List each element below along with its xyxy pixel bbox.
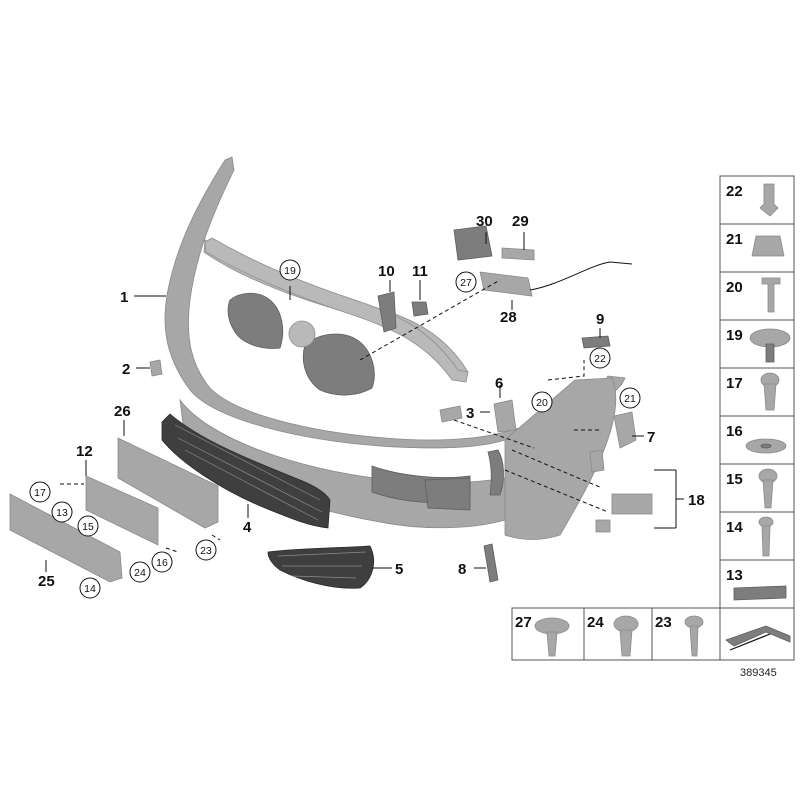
callout-1: 1 <box>120 289 128 306</box>
callout-12: 12 <box>76 443 93 460</box>
plate-holder <box>117 437 219 529</box>
circled-callout-21: 21 <box>624 393 636 405</box>
callout-4: 4 <box>243 519 252 536</box>
plate-base <box>9 493 123 583</box>
leader-lines <box>45 232 684 572</box>
callout-11: 11 <box>412 263 428 280</box>
legend-16: 16 <box>726 423 743 440</box>
callout-26: 26 <box>114 403 131 420</box>
legend-19: 19 <box>726 327 743 344</box>
circled-callout-23: 23 <box>200 545 212 557</box>
legend-17: 17 <box>726 375 743 392</box>
plate-bracket <box>85 475 159 546</box>
circled-callout-20: 20 <box>536 397 548 409</box>
circled-callout-19: 19 <box>284 265 296 277</box>
callout-3: 3 <box>466 405 474 422</box>
circled-callout-24: 24 <box>134 567 146 579</box>
side-legend: 22 21 20 19 17 16 15 14 13 <box>719 175 795 609</box>
legend-14: 14 <box>726 519 743 536</box>
circled-callout-22: 22 <box>594 353 606 365</box>
bottom-legend: 27 24 23 <box>511 607 795 661</box>
callout-25: 25 <box>38 573 55 590</box>
legend-13: 13 <box>726 567 743 584</box>
side-grille <box>267 545 374 589</box>
callout-30: 30 <box>476 213 493 230</box>
legend-23: 23 <box>655 614 672 631</box>
legend-22: 22 <box>726 183 743 200</box>
callout-10: 10 <box>378 263 395 280</box>
upper-trim <box>204 237 469 383</box>
legend-20: 20 <box>726 279 743 296</box>
circled-callout-16: 16 <box>156 557 168 569</box>
callout-9: 9 <box>596 311 604 328</box>
callout-5: 5 <box>395 561 403 578</box>
legend-24: 24 <box>587 614 604 631</box>
diagram-id: 389345 <box>740 667 777 679</box>
callout-2: 2 <box>122 361 130 378</box>
callout-7: 7 <box>647 429 655 446</box>
callout-18: 18 <box>688 492 705 509</box>
callout-8: 8 <box>458 561 466 578</box>
circled-callout-13: 13 <box>56 507 68 519</box>
circled-callout-14: 14 <box>84 583 96 595</box>
circled-callout-15: 15 <box>82 521 94 533</box>
circled-callout-27: 27 <box>460 277 472 289</box>
callout-6: 6 <box>495 375 503 392</box>
legend-27: 27 <box>515 614 532 631</box>
circled-callout-17: 17 <box>34 487 46 499</box>
small-parts <box>149 225 653 583</box>
lower-grille <box>161 413 331 529</box>
callout-labels: 1 2 3 4 5 6 7 8 9 10 11 12 18 25 26 28 2… <box>38 213 705 590</box>
callout-29: 29 <box>512 213 529 230</box>
legend-15: 15 <box>726 471 743 488</box>
circled-callouts: 17 13 15 14 16 24 23 19 27 22 20 21 <box>29 259 641 599</box>
legend-21: 21 <box>726 231 743 248</box>
callout-28: 28 <box>500 309 517 326</box>
